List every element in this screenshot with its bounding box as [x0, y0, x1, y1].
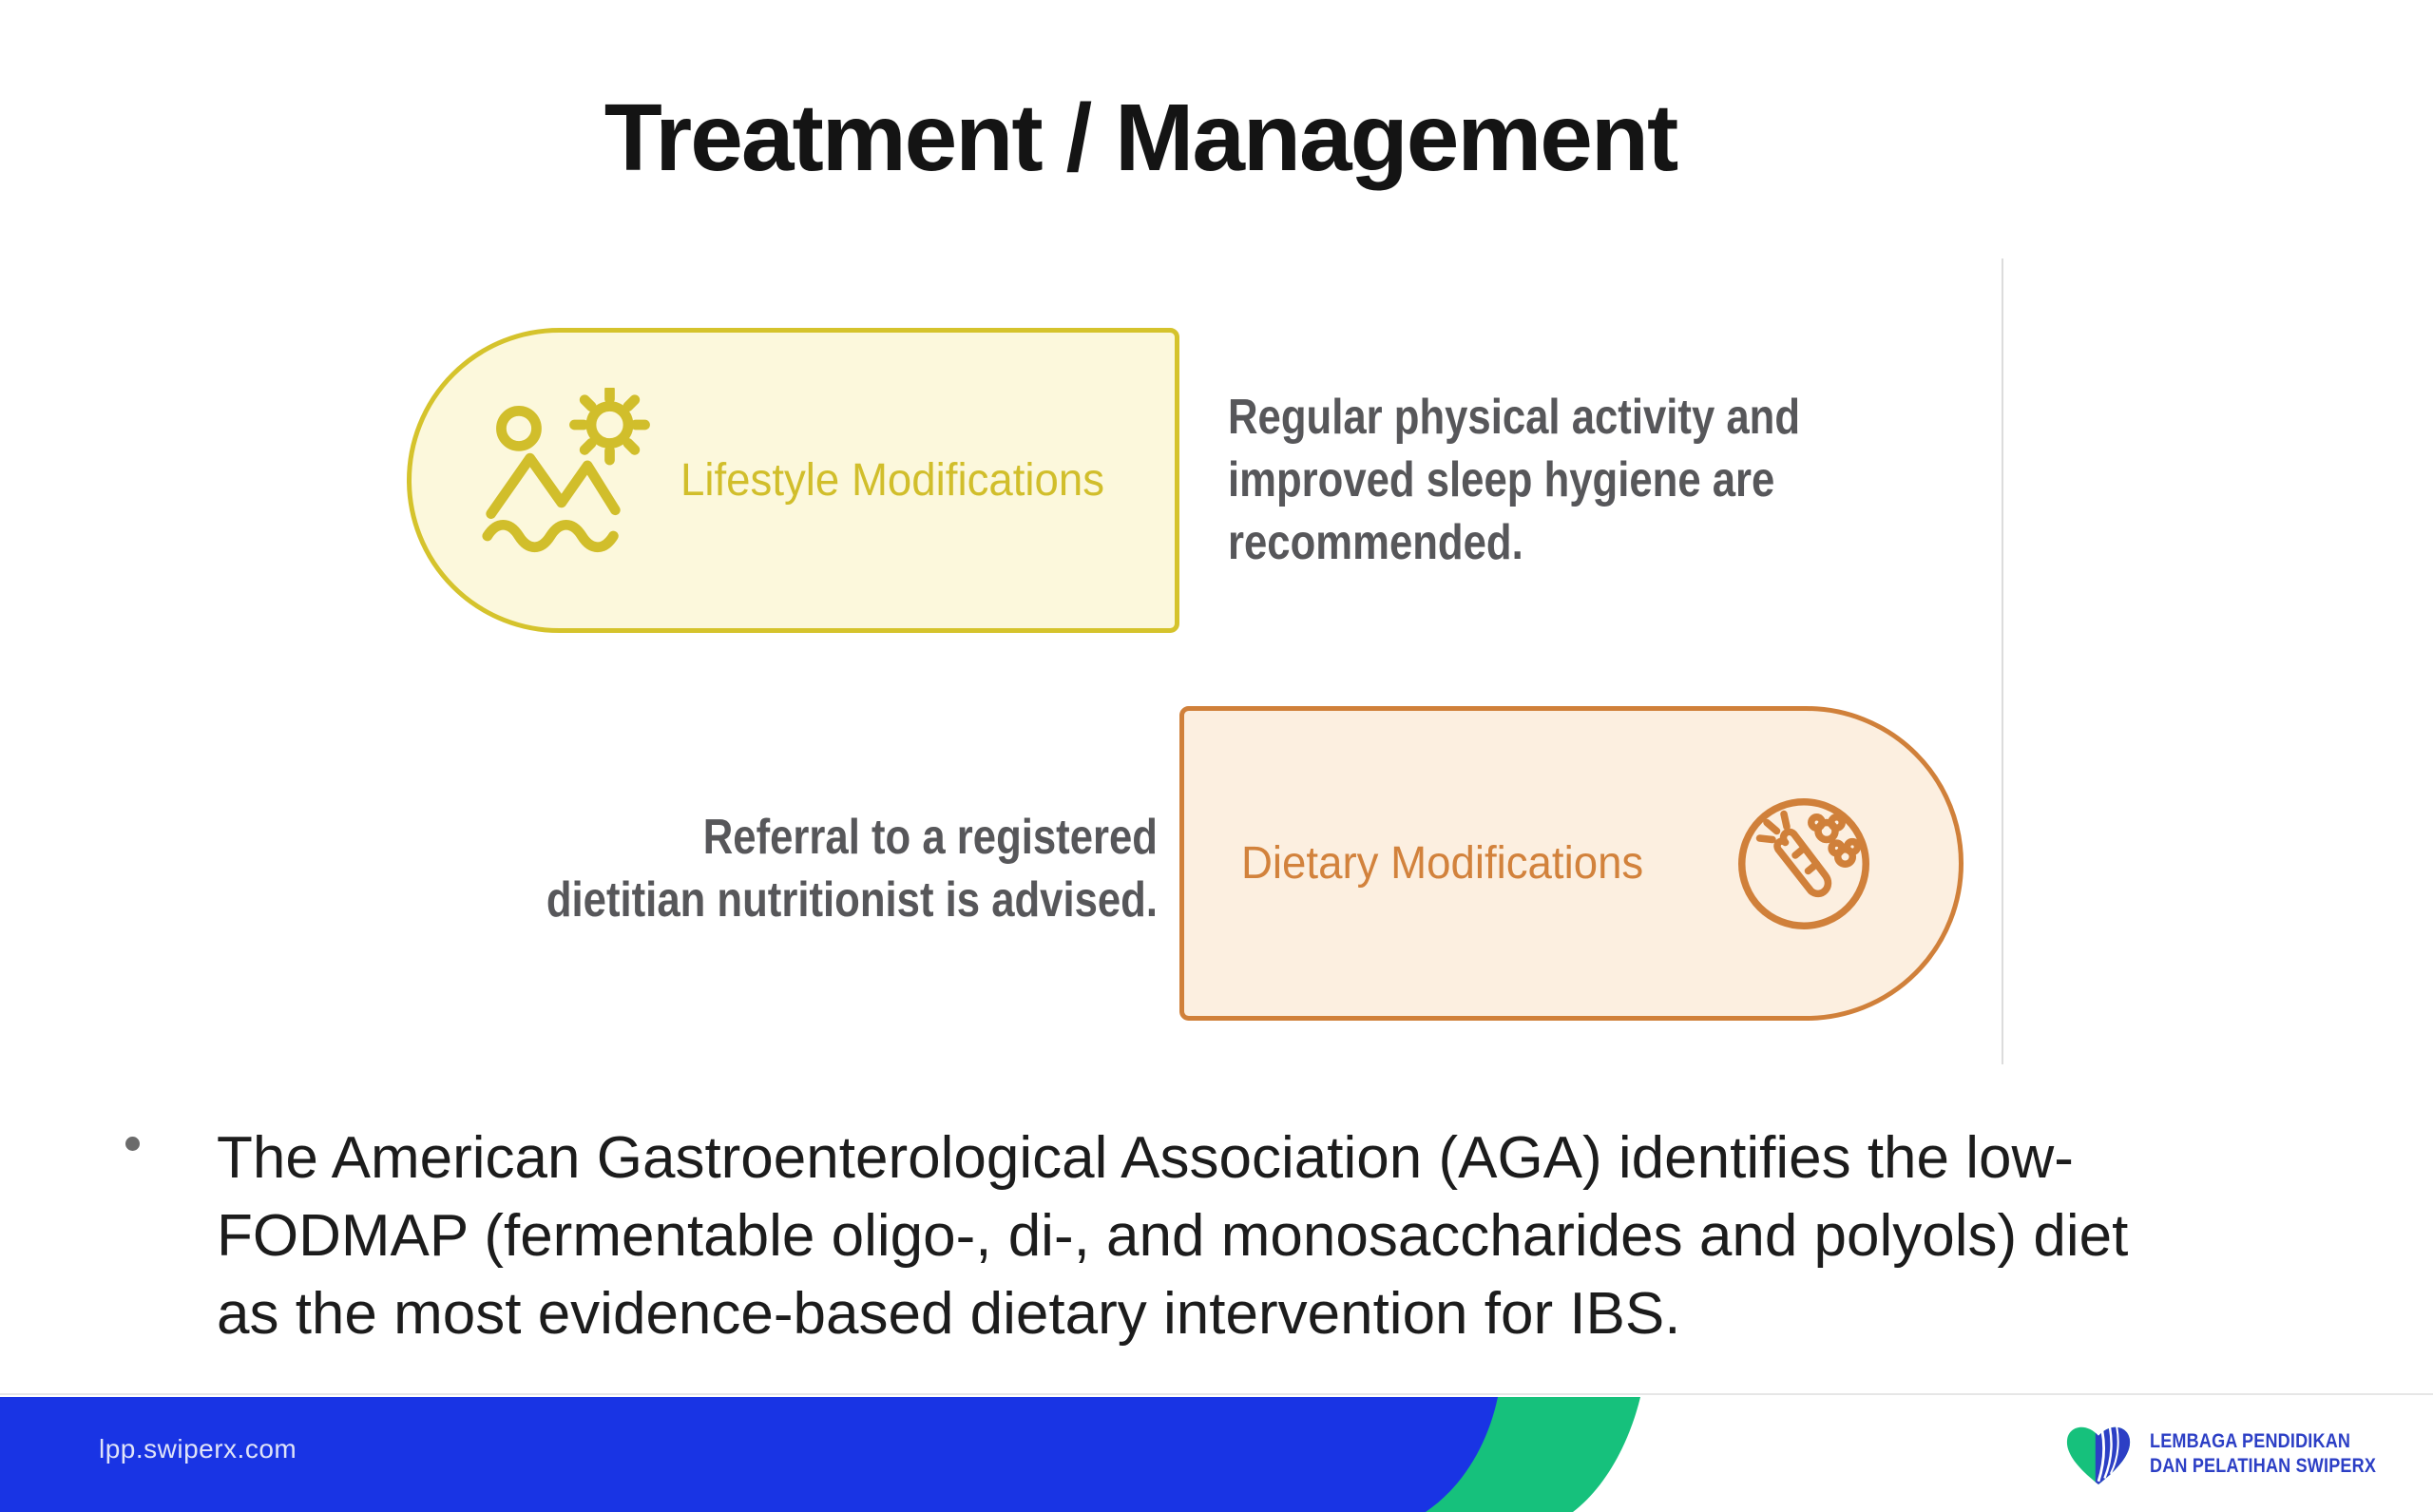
- dietary-note: Referral to a registered dietitian nutri…: [505, 806, 1158, 931]
- heart-book-icon: [2066, 1426, 2131, 1484]
- bullet-line: The American Gastroenterological Associa…: [217, 1125, 2074, 1191]
- dietary-modifications-card: Dietary Modifications: [1179, 706, 1964, 1021]
- slide-bottom-edge-line: [0, 1393, 2433, 1395]
- logo-text: LEMBAGA PENDIDIKAN DAN PELATIHAN SWIPERX: [2150, 1429, 2376, 1479]
- person-sun-waves-icon: [482, 388, 650, 552]
- dietary-note-line: Referral to a registered: [702, 810, 1158, 865]
- lifestyle-card-label: Lifestyle Modifications: [680, 455, 1105, 506]
- footer-url: lpp.swiperx.com: [99, 1434, 297, 1464]
- swiperx-logo: LEMBAGA PENDIDIKAN DAN PELATIHAN SWIPERX: [2060, 1416, 2413, 1492]
- lifestyle-note-line: recommended.: [1228, 515, 1523, 570]
- bullet-paragraph: The American Gastroenterological Associa…: [217, 1120, 2128, 1353]
- logo-text-line1: LEMBAGA PENDIDIKAN: [2150, 1430, 2351, 1452]
- lifestyle-modifications-card: Lifestyle Modifications: [407, 328, 1179, 633]
- carrot-circle-icon: [1738, 797, 1869, 929]
- content-divider-line: [2002, 258, 2003, 1064]
- lifestyle-note: Regular physical activity and improved s…: [1228, 386, 1800, 574]
- bullet-line: FODMAP (fermentable oligo-, di-, and mon…: [217, 1203, 2129, 1269]
- page-title: Treatment / Management: [603, 85, 1679, 191]
- footer-wave-shapes: [0, 1397, 1640, 1512]
- bullet-dot: [125, 1137, 140, 1151]
- dietary-note-line: dietitian nutritionist is advised.: [546, 872, 1158, 928]
- footer-blue-bar: [0, 1397, 1498, 1512]
- lifestyle-note-line: improved sleep hygiene are: [1228, 452, 1775, 507]
- dietary-card-label: Dietary Modifications: [1241, 838, 1644, 889]
- lifestyle-note-line: Regular physical activity and: [1228, 390, 1801, 445]
- logo-text-line2: DAN PELATIHAN SWIPERX: [2150, 1455, 2377, 1477]
- bullet-line: as the most evidence-based dietary inter…: [217, 1281, 1681, 1347]
